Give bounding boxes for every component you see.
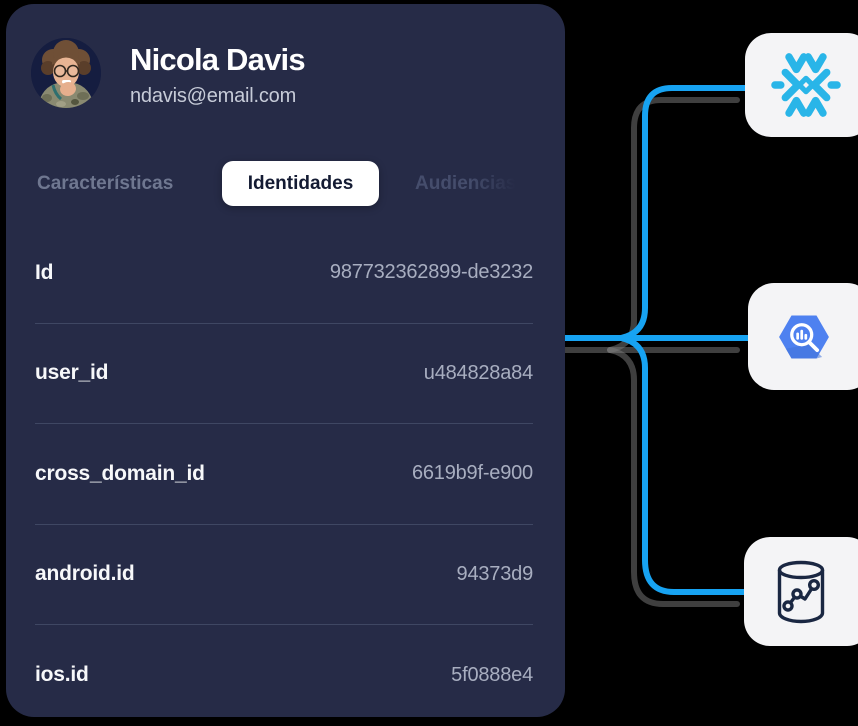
database-icon xyxy=(777,560,825,623)
destination-card-database xyxy=(744,537,858,646)
identity-row: Id 987732362899-de3232 xyxy=(35,223,533,324)
snowflake-icon xyxy=(771,53,841,117)
identity-label: cross_domain_id xyxy=(35,461,205,485)
identity-label: user_id xyxy=(35,361,109,385)
identity-label: ios.id xyxy=(35,663,89,687)
identity-value: 5f0888e4 xyxy=(451,663,533,686)
profile-email: ndavis@email.com xyxy=(130,85,297,107)
tab-audiencias[interactable]: Audiencias xyxy=(415,173,517,194)
identity-value: 6619b9f-e900 xyxy=(411,462,533,485)
tab-caracteristicas[interactable]: Características xyxy=(37,173,174,194)
identity-value: 94373d9 xyxy=(456,562,534,585)
destination-card-bigquery xyxy=(748,283,858,390)
tab-bar: Características Identidades Audiencias xyxy=(6,161,565,206)
profile-name: Nicola Davis xyxy=(130,42,306,77)
avatar xyxy=(31,38,101,108)
destination-card-snowflake xyxy=(745,33,858,137)
bigquery-icon xyxy=(779,315,829,358)
identity-row: ios.id 5f0888e4 xyxy=(35,625,533,726)
tab-identidades[interactable]: Identidades xyxy=(222,161,379,206)
identity-row: user_id u484828a84 xyxy=(35,324,533,424)
identity-label: Id xyxy=(35,260,54,284)
identity-row: cross_domain_id 6619b9f-e900 xyxy=(35,424,533,525)
identity-value: u484828a84 xyxy=(423,361,533,384)
connector-branch-top xyxy=(618,85,751,341)
identity-row: android.id 94373d9 xyxy=(35,525,534,625)
avatar-image xyxy=(31,38,101,108)
identity-label: android.id xyxy=(35,562,135,586)
identity-value: 987732362899-de3232 xyxy=(329,261,533,284)
identity-list: Id 987732362899-de3232 user_id u484828a8… xyxy=(35,223,533,726)
connector-branch-bottom xyxy=(618,335,751,595)
profile-card: Nicola Davis ndavis@email.com Caracterís… xyxy=(6,4,565,717)
